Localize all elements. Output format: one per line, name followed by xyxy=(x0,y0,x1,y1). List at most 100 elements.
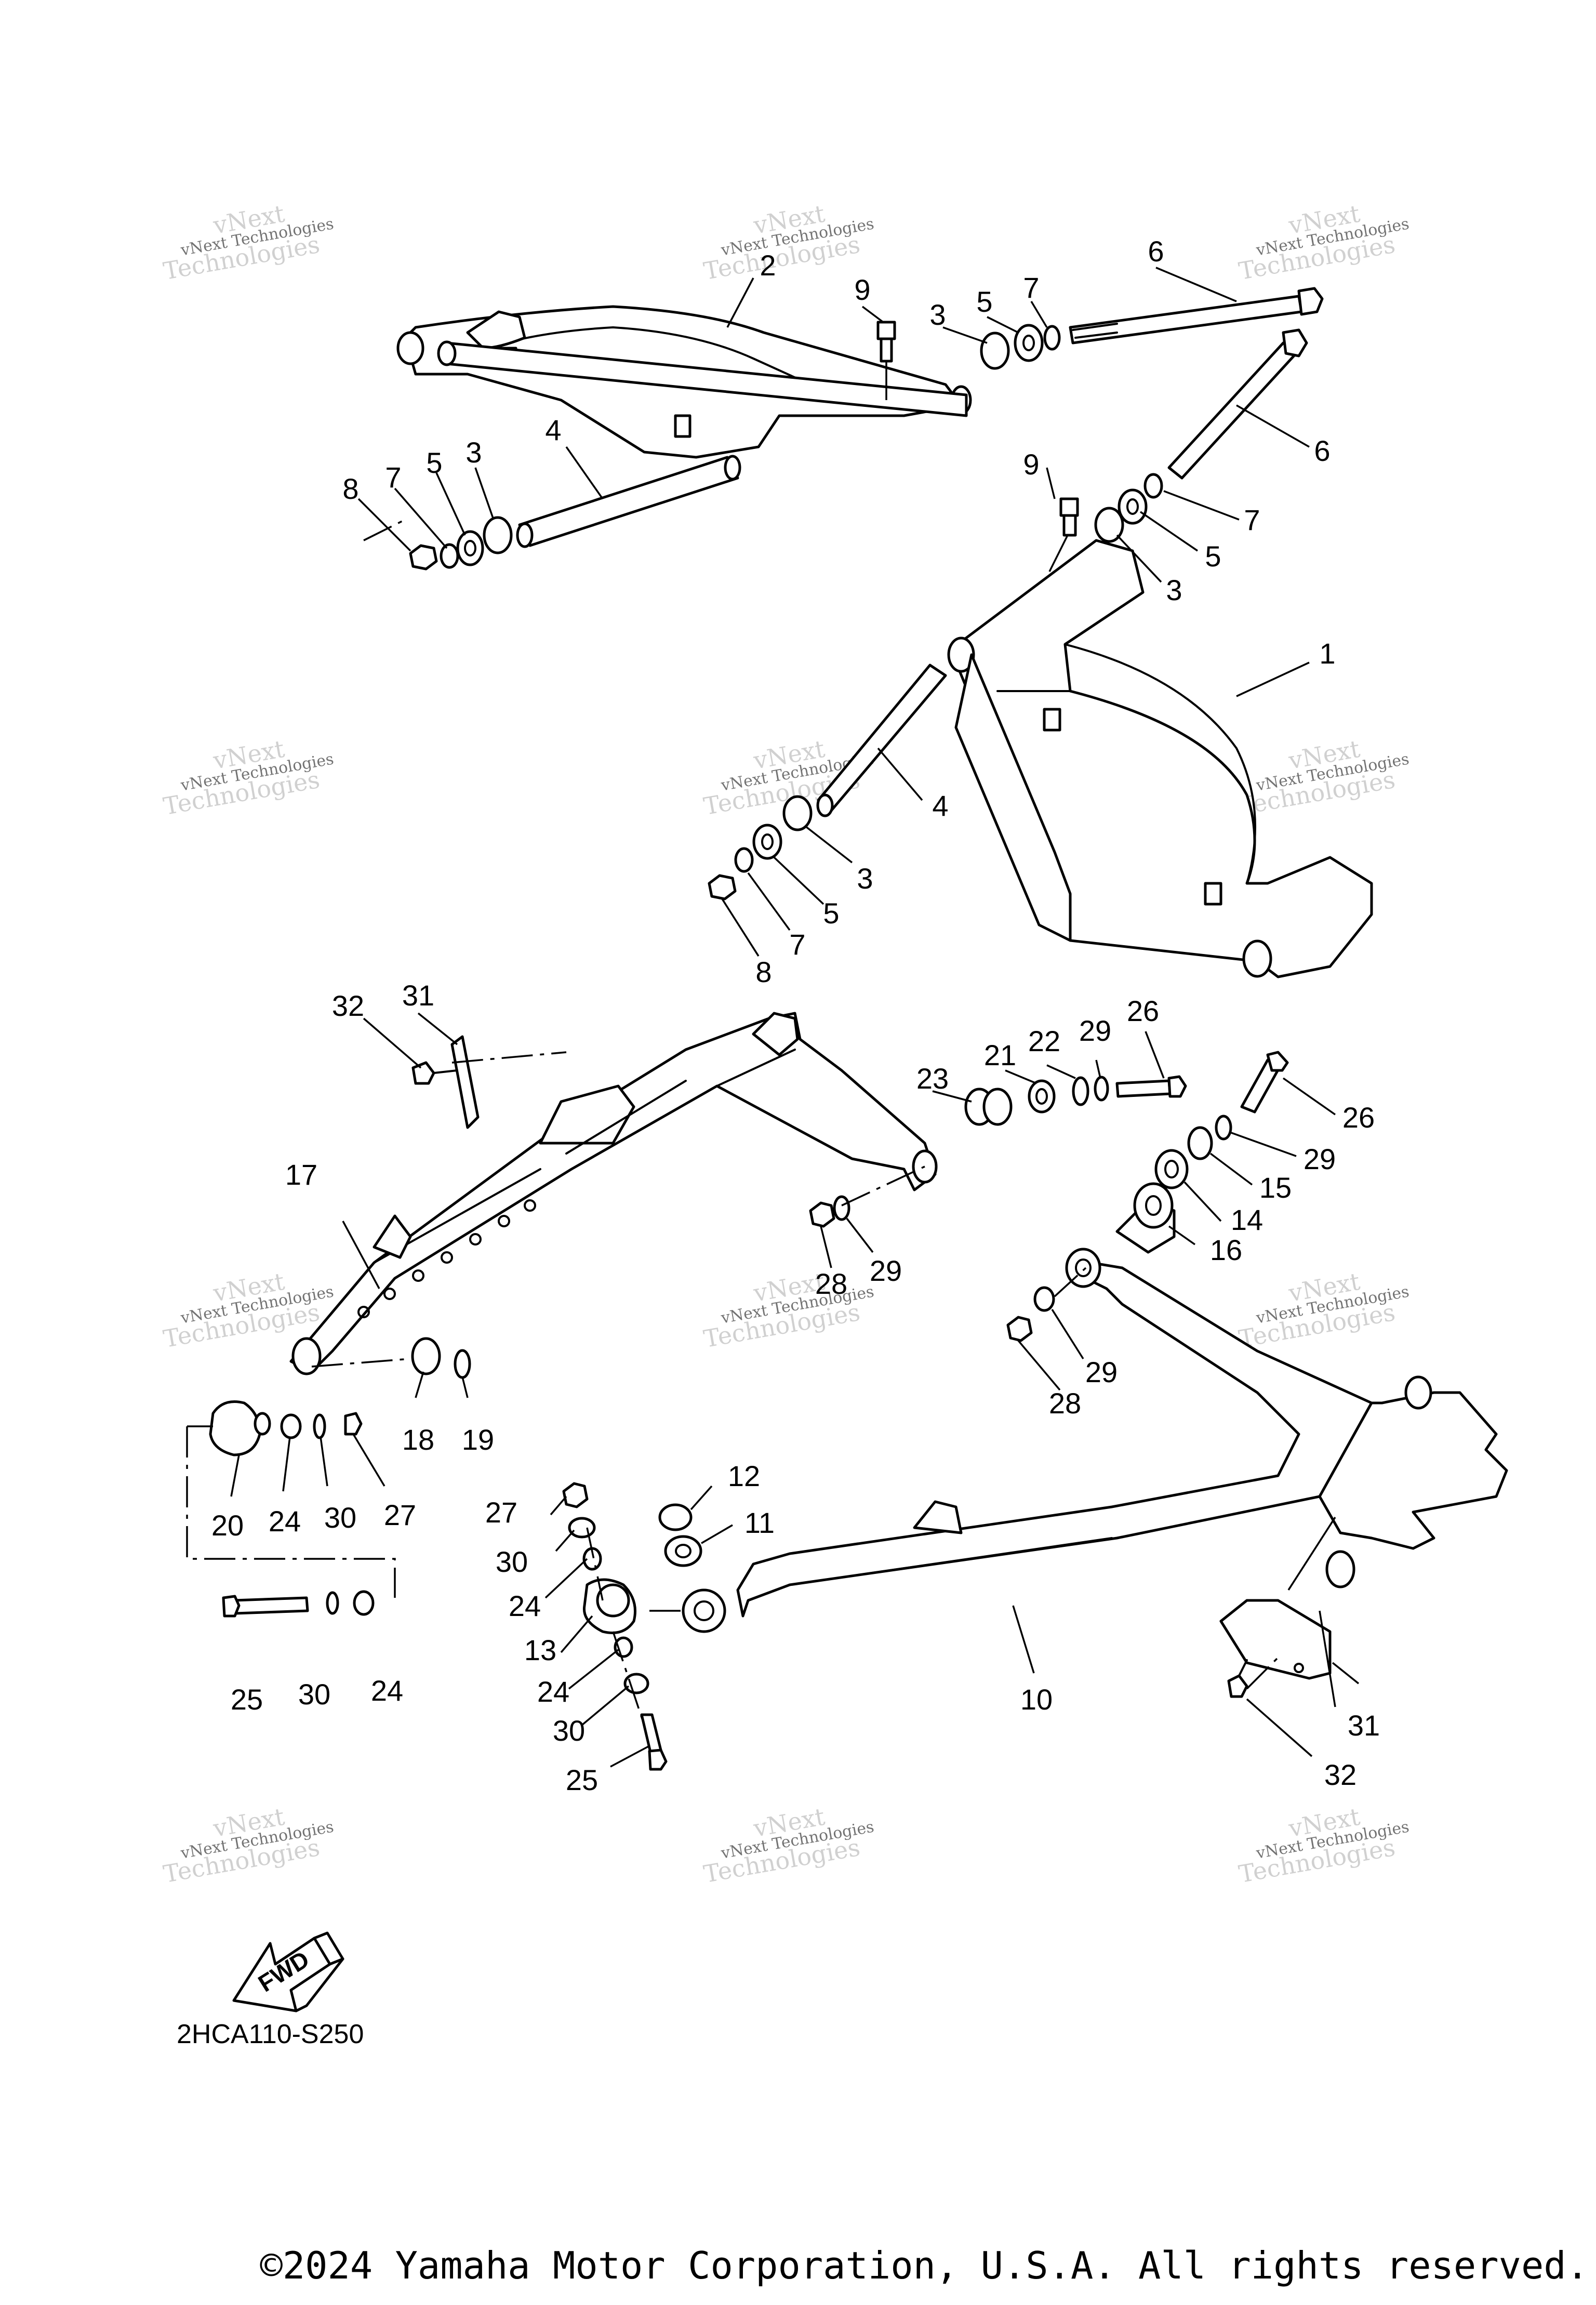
callout-3-lower-left: 3 xyxy=(857,862,873,895)
grease-nipple-9-upper[interactable] xyxy=(876,321,896,400)
callout-27-upper-left: 27 xyxy=(384,1499,416,1531)
callout-32-right: 32 xyxy=(1324,1758,1356,1791)
circlip-12[interactable] xyxy=(658,1503,693,1531)
nut-8-lower xyxy=(708,874,737,900)
callout-28-lower: 28 xyxy=(1049,1387,1081,1420)
watermark: vNext vNext Technologies Technologies xyxy=(1236,735,1411,820)
washer-29-left[interactable] xyxy=(833,1195,850,1221)
callout-30-lower-left: 30 xyxy=(298,1678,330,1711)
center-lines xyxy=(186,519,1279,1726)
leader-lines xyxy=(230,267,1360,1768)
hardware-lower-arm-right[interactable] xyxy=(1094,328,1308,543)
callout-8-lower: 8 xyxy=(755,956,772,988)
grease-nipple-9-lower[interactable] xyxy=(1048,497,1079,572)
bushing-3-upper-right xyxy=(980,332,1010,370)
rod-end-13[interactable] xyxy=(582,1578,636,1634)
hardware-upper-left[interactable] xyxy=(409,516,513,571)
bracket-31-left[interactable] xyxy=(450,1035,480,1129)
washer-29-right[interactable] xyxy=(1215,1115,1232,1141)
callout-6-lower: 6 xyxy=(1314,434,1330,467)
callout-11: 11 xyxy=(744,1506,775,1539)
nut-28-upper[interactable] xyxy=(809,1201,835,1228)
bushing-15[interactable] xyxy=(1187,1126,1213,1160)
callout-25-left: 25 xyxy=(231,1683,263,1716)
watermark: vNext vNext Technologies Technologies xyxy=(1236,200,1411,285)
bushing-24-upper-left[interactable] xyxy=(280,1413,302,1439)
callout-31-left: 31 xyxy=(402,979,434,1012)
bushing-21[interactable] xyxy=(1028,1079,1056,1114)
hardware-upper-right[interactable] xyxy=(980,287,1324,370)
copyright-notice: ©2024 Yamaha Motor Corporation, U.S.A. A… xyxy=(260,2244,1589,2287)
nut-28-lower[interactable] xyxy=(1006,1316,1033,1342)
callout-30-lower-mid: 30 xyxy=(553,1714,585,1747)
washer-5-upper-left xyxy=(456,530,484,566)
bolt-25-mid[interactable] xyxy=(640,1713,668,1771)
callout-14: 14 xyxy=(1231,1203,1263,1236)
hardware-lower-arm-left[interactable] xyxy=(708,795,813,900)
ring-nut-13[interactable] xyxy=(682,1588,726,1633)
bolt-26-lower[interactable] xyxy=(1240,1051,1289,1114)
callout-3-lower-right: 3 xyxy=(1166,574,1182,606)
washer-30-upper-left[interactable] xyxy=(313,1413,326,1439)
callout-27-lower: 27 xyxy=(485,1496,517,1529)
bushing-3-lower-left xyxy=(782,795,813,831)
bushing-23[interactable] xyxy=(964,1088,1013,1126)
callout-24-lower-left: 24 xyxy=(371,1674,403,1707)
watermark: vNext vNext Technologies Technologies xyxy=(161,200,335,285)
bolt-25-left[interactable] xyxy=(222,1595,309,1618)
part-collar-4-upper[interactable] xyxy=(516,455,741,548)
washer-30-upper-mid[interactable] xyxy=(568,1517,596,1539)
callout-7-lower-left: 7 xyxy=(789,928,805,961)
washer-7-upper-right xyxy=(1043,325,1061,351)
callout-30-upper-mid: 30 xyxy=(496,1545,528,1578)
callout-5-upper-left: 5 xyxy=(426,446,442,479)
callout-16: 16 xyxy=(1210,1234,1242,1266)
watermark: vNext vNext Technologies Technologies xyxy=(161,1803,335,1888)
bushing-3-lower-right xyxy=(1094,507,1124,543)
nut-27-lower[interactable] xyxy=(562,1482,589,1508)
callout-29-right: 29 xyxy=(1304,1143,1336,1175)
circlip-19[interactable] xyxy=(454,1349,471,1379)
bushing-14[interactable] xyxy=(1154,1149,1189,1189)
washer-5-upper-right xyxy=(1014,324,1044,362)
ball-joint-20[interactable] xyxy=(209,1400,271,1456)
bracket-31-right[interactable] xyxy=(1219,1599,1332,1680)
bolt-32-left[interactable] xyxy=(411,1061,458,1085)
callout-17: 17 xyxy=(285,1158,317,1191)
callout-5-upper-right: 5 xyxy=(976,285,992,318)
part-trailing-arm-10[interactable] xyxy=(736,1248,1508,1618)
watermark: vNext vNext Technologies Technologies xyxy=(701,1267,875,1353)
callout-26-upper: 26 xyxy=(1127,995,1159,1027)
rod-end-16[interactable] xyxy=(1115,1182,1176,1254)
callout-31-right: 31 xyxy=(1348,1709,1380,1742)
nut-27-upper-left[interactable] xyxy=(344,1412,363,1436)
washer-29-upper[interactable] xyxy=(1094,1076,1109,1102)
callout-4-lower: 4 xyxy=(932,789,948,822)
washer-30-lower-mid[interactable] xyxy=(623,1673,649,1694)
bushing-18[interactable] xyxy=(411,1337,441,1375)
part-lower-arm-1[interactable] xyxy=(947,539,1373,978)
callout-7-upper-right: 7 xyxy=(1023,271,1039,304)
washer-30-lower-left[interactable] xyxy=(326,1591,339,1615)
part-collar-4-lower[interactable] xyxy=(816,664,947,817)
watermark: vNext vNext Technologies Technologies xyxy=(701,200,875,285)
watermark: vNext vNext Technologies Technologies xyxy=(701,1803,875,1888)
part-pivot-shaft-upper[interactable] xyxy=(437,340,968,417)
bushing-11[interactable] xyxy=(664,1535,702,1567)
callout-25-mid: 25 xyxy=(566,1764,598,1796)
bolt-26-upper[interactable] xyxy=(1115,1075,1187,1098)
washer-29-mid[interactable] xyxy=(1033,1286,1055,1312)
part-trailing-arm-17[interactable] xyxy=(289,1012,938,1375)
washer-7-upper-left xyxy=(440,543,459,569)
callout-2: 2 xyxy=(760,249,776,282)
callout-10: 10 xyxy=(1020,1683,1053,1716)
callout-3-upper-left: 3 xyxy=(466,436,482,469)
bolt-32-right[interactable] xyxy=(1227,1659,1248,1698)
circlip-22[interactable] xyxy=(1072,1076,1089,1106)
callout-9-lower: 9 xyxy=(1023,448,1039,481)
callout-13: 13 xyxy=(524,1634,556,1666)
callout-1: 1 xyxy=(1319,637,1335,670)
watermark: vNext vNext Technologies Technologies xyxy=(1236,1267,1411,1353)
bushing-24-lower-left[interactable] xyxy=(353,1590,375,1616)
